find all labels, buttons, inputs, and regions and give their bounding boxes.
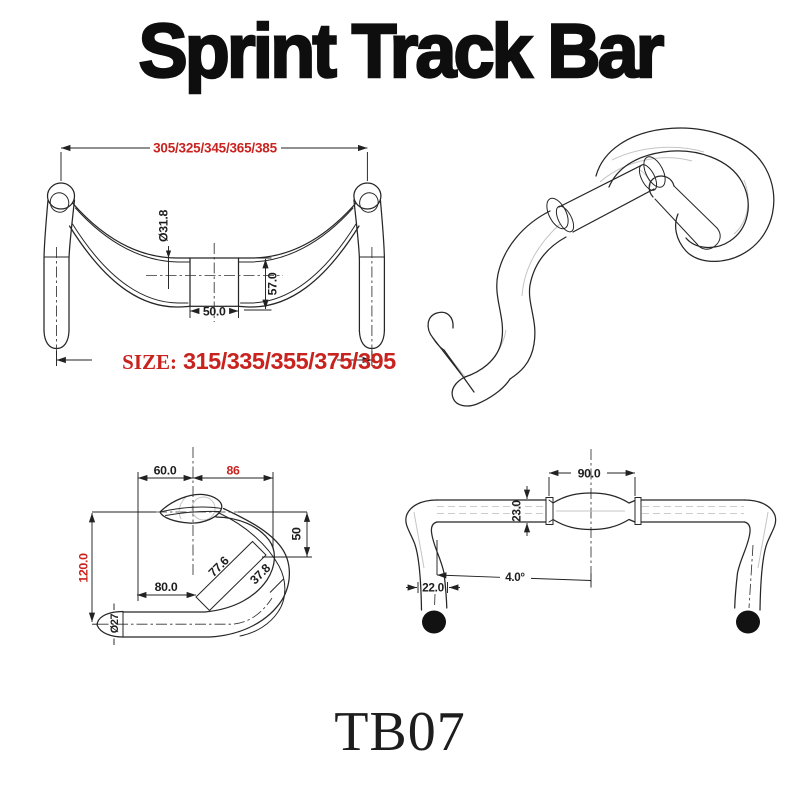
front-size-dimension: SIZE: 315/335/355/375/395 bbox=[56, 348, 397, 374]
side-total-reach-dimension: 86 bbox=[192, 464, 274, 549]
product-title: Sprint Track Bar bbox=[137, 8, 665, 95]
side-bar-end-diameter-label: Ø27 bbox=[109, 613, 121, 633]
side-total-reach-label: 86 bbox=[226, 464, 240, 478]
side-total-drop-label: 120.0 bbox=[77, 553, 91, 583]
side-grip-offset-dimension: 37.8 bbox=[247, 561, 284, 593]
top-center-width-label: 90.0 bbox=[578, 467, 601, 481]
side-lower-extension-label: 80.0 bbox=[155, 580, 178, 594]
side-upper-drop-dimension: 50 bbox=[262, 512, 312, 558]
front-right-drop bbox=[353, 182, 386, 359]
front-size-prefix-label: SIZE: bbox=[122, 350, 177, 374]
top-view: 90.0 23.0 22.0 4.0° bbox=[405, 449, 777, 634]
side-grip-length-label: 77.6 bbox=[206, 553, 232, 579]
top-bar-end-width-dimension: 22.0 bbox=[406, 581, 460, 595]
front-size-options-label: 315/335/355/375/395 bbox=[183, 348, 396, 374]
top-bar-end-width-label: 22.0 bbox=[422, 581, 444, 595]
top-flare-angle-label: 4.0° bbox=[505, 571, 525, 584]
perspective-gray-details bbox=[449, 146, 749, 379]
top-tube-width-label: 23.0 bbox=[511, 500, 524, 521]
side-total-drop-dimension: 120.0 bbox=[77, 512, 98, 625]
side-lower-extension-dimension: 80.0 bbox=[136, 580, 197, 599]
side-view: 60.0 86 50 120.0 80.0 bbox=[77, 447, 312, 645]
side-grip-offset-label: 37.8 bbox=[247, 561, 273, 587]
top-center-width-dimension: 90.0 bbox=[548, 467, 636, 496]
top-flare-angle-dimension: 4.0° bbox=[436, 540, 592, 588]
right-bar-end-plug bbox=[736, 610, 760, 634]
front-clamp-width-dimension: 50.0 bbox=[189, 305, 239, 319]
perspective-view bbox=[427, 127, 775, 407]
perspective-outline bbox=[427, 127, 775, 407]
front-clamp-diameter-dimension: Ø31.8 bbox=[157, 210, 172, 289]
front-clamp-diameter-label: Ø31.8 bbox=[157, 210, 171, 242]
top-hidden-lines bbox=[413, 506, 769, 569]
front-clamp-width-label: 50.0 bbox=[203, 305, 226, 319]
side-reach-label: 60.0 bbox=[154, 464, 177, 478]
side-bar-body bbox=[96, 507, 290, 645]
side-upper-drop-label: 50 bbox=[290, 527, 304, 541]
front-view: 305/325/345/365/385 bbox=[43, 141, 397, 374]
front-center-height-dimension: 57.0 bbox=[244, 257, 280, 311]
front-drop-width-label: 305/325/345/365/385 bbox=[153, 141, 278, 156]
model-code: TB07 bbox=[334, 701, 466, 763]
top-tube-width-dimension: 23.0 bbox=[511, 486, 531, 536]
front-left-drop bbox=[43, 182, 76, 359]
front-center-height-label: 57.0 bbox=[266, 272, 280, 295]
side-hood bbox=[159, 493, 223, 524]
side-reach-dimension: 60.0 bbox=[137, 464, 194, 601]
front-top-dimension: 305/325/345/365/385 bbox=[60, 141, 368, 181]
left-bar-end-plug bbox=[422, 610, 446, 634]
